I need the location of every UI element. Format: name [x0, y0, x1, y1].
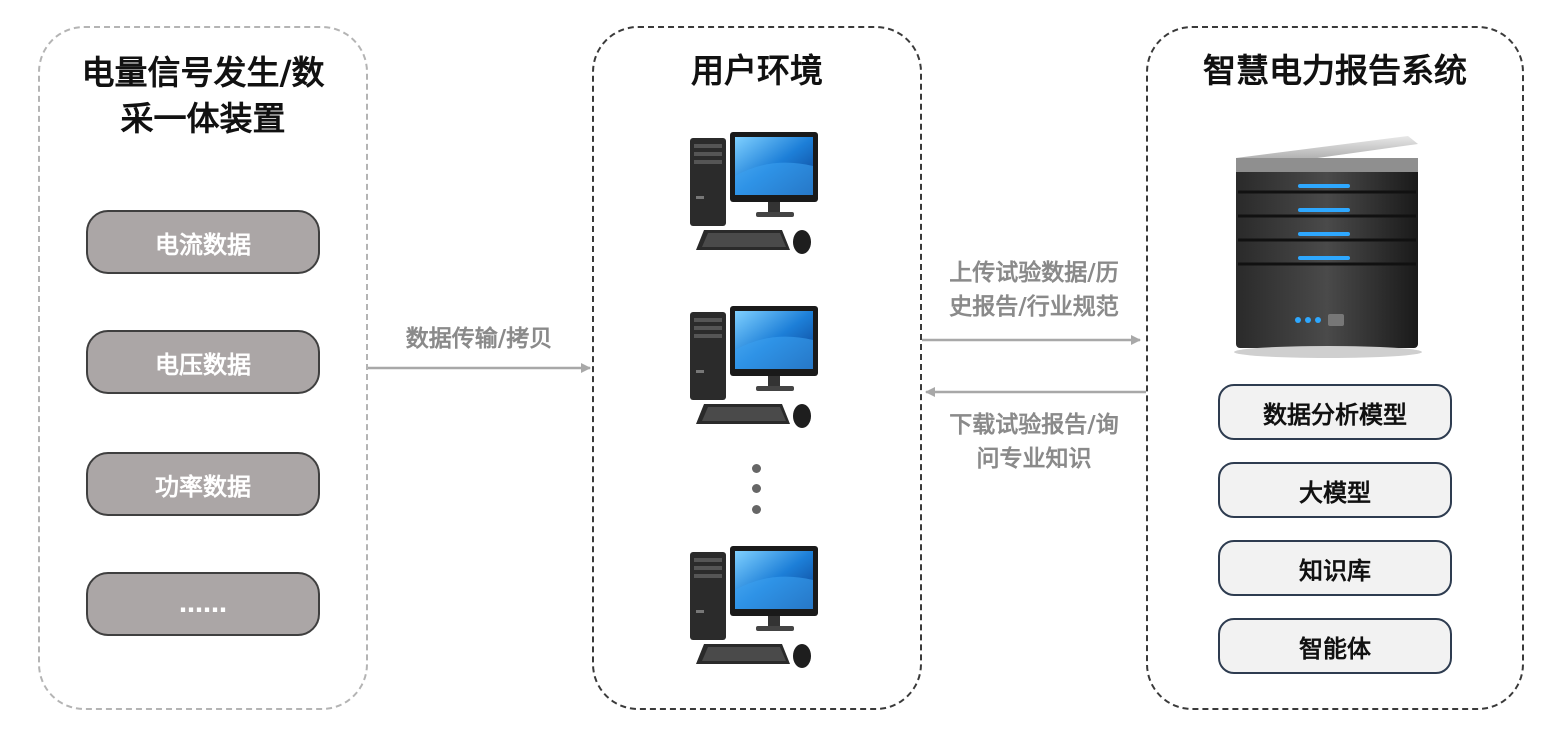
upload-label-line1: 上传试验数据/历 [949, 260, 1119, 286]
signal-device-title-line2: 采一体装置 [120, 99, 286, 138]
user-environment-title: 用户环境 [691, 51, 823, 90]
agent-item: 智能体 [1218, 618, 1452, 674]
smart-power-report-system-panel: 智慧电力报告系统 数据分析模型 大模型 知识库 智能体 [1146, 26, 1524, 710]
ellipsis-dot [752, 484, 761, 493]
signal-device-title: 电量信号发生/数 采一体装置 [40, 50, 366, 142]
user-environment-panel: 用户环境 [592, 26, 922, 710]
download-label-line2: 问专业知识 [976, 446, 1092, 472]
signal-device-title-line1: 电量信号发生/数 [81, 53, 325, 92]
large-model-item: 大模型 [1218, 462, 1452, 518]
power-data-item: 功率数据 [86, 452, 320, 516]
desktop-computer-icon [690, 546, 818, 668]
smart-power-report-system-title: 智慧电力报告系统 [1203, 51, 1467, 90]
current-data-item: 电流数据 [86, 210, 320, 274]
more-data-item: …… [86, 572, 320, 636]
desktop-computer-icon [690, 132, 818, 254]
knowledge-base-item: 知识库 [1218, 540, 1452, 596]
download-label: 下载试验报告/询 问专业知识 [922, 408, 1146, 476]
upload-label: 上传试验数据/历 史报告/行业规范 [922, 256, 1146, 324]
signal-device-panel: 电量信号发生/数 采一体装置 电流数据 电压数据 功率数据 …… [38, 26, 368, 710]
ellipsis-dot [752, 464, 761, 473]
data-analysis-model-item: 数据分析模型 [1218, 384, 1452, 440]
ellipsis-dot [752, 505, 761, 514]
upload-label-line2: 史报告/行业规范 [949, 294, 1119, 320]
server-icon [1234, 136, 1422, 358]
transfer-copy-label: 数据传输/拷贝 [405, 326, 553, 352]
download-label-line1: 下载试验报告/询 [949, 412, 1119, 438]
desktop-computer-icon [690, 306, 818, 428]
voltage-data-item: 电压数据 [86, 330, 320, 394]
